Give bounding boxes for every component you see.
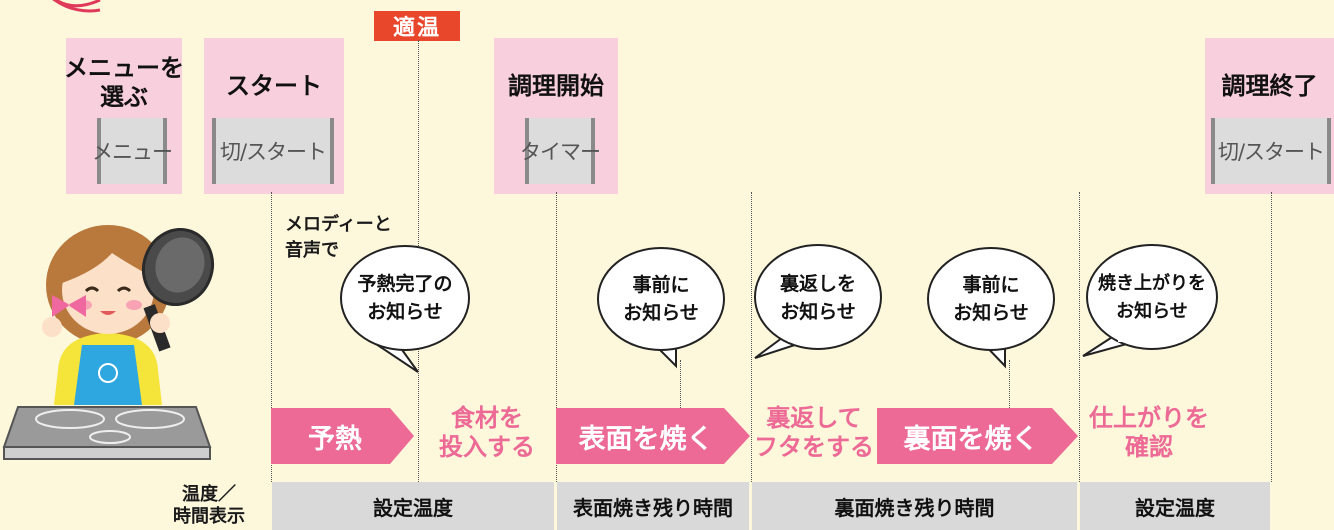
timeline-line [1271,192,1272,482]
logo-circle-fragment [52,0,101,13]
bubble-done-notice: 焼き上がりを お知らせ [1098,273,1206,322]
step-title-cook-end: 調理終了 [1221,72,1318,100]
phase-sear-front: 表面を焼く [578,423,714,455]
step-title-cook-start: 調理開始 [508,72,604,100]
off-start-button-end[interactable]: 切/スタート [1211,118,1331,184]
display-row-label: 温度／ 時間表示 [173,484,245,527]
cook-illustration [2,225,214,460]
step-title-start: スタート [226,72,322,100]
bubble-flip-notice: 裏返しを お知らせ [779,273,856,323]
display-segment-set-temp-end: 設定温度 [1080,482,1270,530]
off-start-button[interactable]: 切/スタート [212,118,334,184]
timeline-line [1079,192,1080,482]
phase-add-ingredients: 食材を 投入する [439,404,535,461]
bubble-pointer-line [680,360,681,408]
step-title-select-menu: メニューを 選ぶ [64,54,184,111]
display-segment-back-time: 裏面焼き残り時間 [752,482,1077,530]
menu-button[interactable]: メニュー [92,118,173,184]
ih-stove [2,406,212,448]
bubble-pointer-line [1009,360,1010,408]
bubble-preheat-done: 予熱完了の お知らせ [357,273,453,323]
timer-button[interactable]: タイマー [520,118,601,184]
phase-flip-cover: 裏返して フタをする [754,404,874,461]
timeline-line [271,192,272,482]
hair-bow [52,295,86,317]
phase-sear-back: 裏面を焼く [903,423,1039,455]
timeline-line [751,192,752,482]
display-segment-set-temp: 設定温度 [272,482,554,530]
phase-check-finish: 仕上がりを 確認 [1089,404,1209,461]
phase-preheat: 予熱 [308,423,362,455]
display-segment-front-time: 表面焼き残り時間 [557,482,749,530]
melody-voice-note: メロディーと 音声で [285,214,392,261]
apron-shape [74,345,142,405]
bubble-advance-notice: 事前に お知らせ [623,274,699,324]
proper-temp-badge: 適温 [374,11,460,41]
bubble-advance-notice-2: 事前に お知らせ [953,274,1029,324]
timeline-line [556,192,557,482]
